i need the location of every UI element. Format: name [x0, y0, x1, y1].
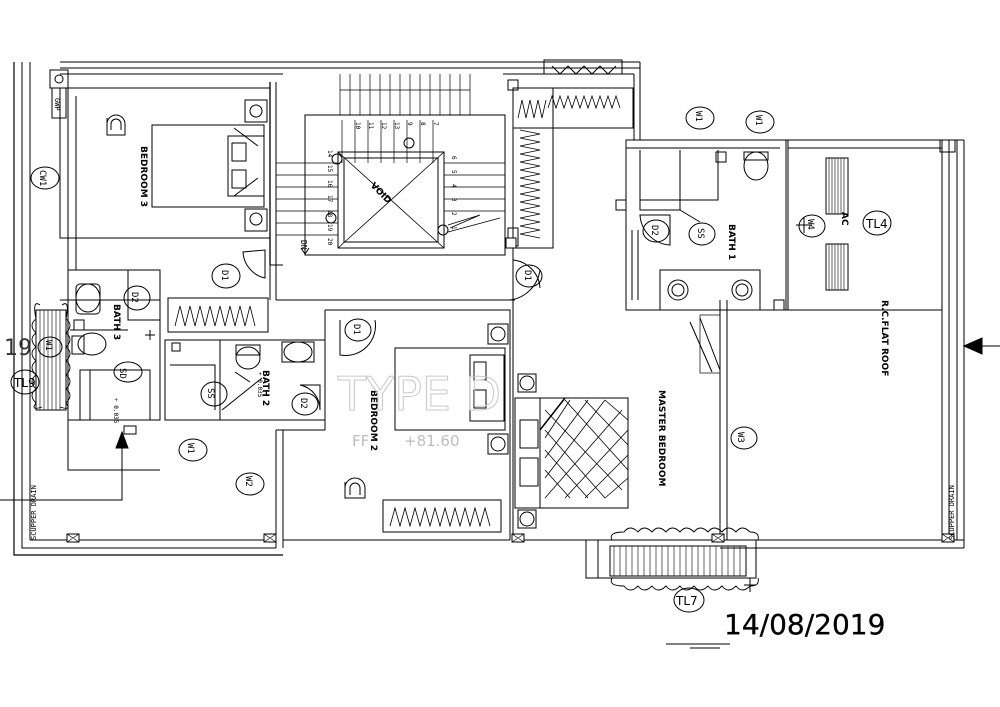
stair-step-20: 20	[326, 238, 333, 246]
stair-step-8: 8	[419, 122, 426, 126]
stair-step-14: 14	[326, 150, 333, 158]
stair-step-19: 19	[326, 224, 333, 232]
stair-step-13: 13	[393, 122, 400, 130]
tag-d2-bath3: D2	[129, 292, 139, 303]
stair-step-12: 12	[380, 122, 387, 130]
room-label-bedroom3: BEDROOM 3	[138, 146, 148, 207]
stair-step-3: 3	[450, 198, 457, 202]
room-label-bath3: BATH 3	[111, 304, 121, 340]
room-label-bath1: BATH 1	[726, 224, 736, 260]
tag-tl9: TL9	[13, 376, 36, 390]
drawing-date: 14/08/2019	[724, 608, 885, 641]
tag-tl4: TL4	[865, 217, 888, 231]
tag-ss-bath1: SS	[695, 228, 705, 239]
stair-step-17: 17	[326, 195, 333, 203]
spot-level-bath2: + 0.035	[256, 372, 263, 398]
level-ffl: FF	[352, 432, 369, 450]
stair-step-6: 6	[450, 156, 457, 160]
label-gwp: GWP	[53, 98, 61, 111]
label-dn: DN	[299, 240, 308, 250]
tag-d1-bed2: D1	[351, 324, 361, 335]
tag-d2-bath2: D2	[298, 398, 308, 409]
tag-w1-bath2: W1	[185, 443, 195, 454]
tag-w1-top2: W1	[753, 115, 763, 126]
room-label-bath2: BATH 2	[260, 370, 270, 406]
label-scupper-left: SCUPPER DRAIN	[30, 485, 38, 540]
tag-w2-bed2: W2	[243, 476, 253, 487]
tag-d1-bed3: D1	[219, 270, 229, 281]
tag-cw1: CW1	[37, 170, 47, 186]
stair-step-10: 10	[354, 122, 361, 130]
stair-step-7: 7	[432, 122, 439, 126]
room-label-master-bedroom: MASTER BEDROOM	[656, 390, 666, 486]
stair-step-16: 16	[326, 180, 333, 188]
stair-step-5: 5	[450, 170, 457, 174]
level-plus: +81.60	[404, 432, 460, 450]
room-label-void: VOID	[368, 181, 393, 206]
type-watermark: TYPE D	[337, 367, 501, 421]
room-label-bedroom2: BEDROOM 2	[368, 390, 378, 451]
stair-step-2: 2	[450, 212, 457, 216]
spot-level-bath3: + 0.035	[112, 398, 119, 424]
tag-w1-top1: W1	[693, 111, 703, 122]
tag-sd-bath3: SD	[117, 368, 127, 379]
stair-step-11: 11	[367, 122, 374, 130]
tag-d1-master: D1	[522, 270, 532, 281]
room-label-ac: AC	[839, 212, 849, 226]
stair-step-9: 9	[406, 122, 413, 126]
stair-step-4: 4	[450, 184, 457, 188]
label-scupper-right: SCUPPER DRAIN	[948, 485, 956, 540]
tag-tl7: TL7	[675, 594, 698, 608]
level-cut-19: 19	[4, 336, 32, 361]
tag-w3: W3	[735, 432, 745, 443]
stair-step-1: 1	[450, 226, 457, 230]
tag-w1-left: W1	[43, 340, 53, 351]
tag-d2-bath1: D2	[649, 225, 659, 236]
tag-w4: W4	[805, 219, 815, 230]
stair-step-18: 18	[326, 210, 333, 218]
room-label-roof: R.C.FLAT ROOF	[879, 300, 889, 376]
stair-step-15: 15	[326, 165, 333, 173]
tag-ss-bath2: SS	[205, 388, 215, 399]
